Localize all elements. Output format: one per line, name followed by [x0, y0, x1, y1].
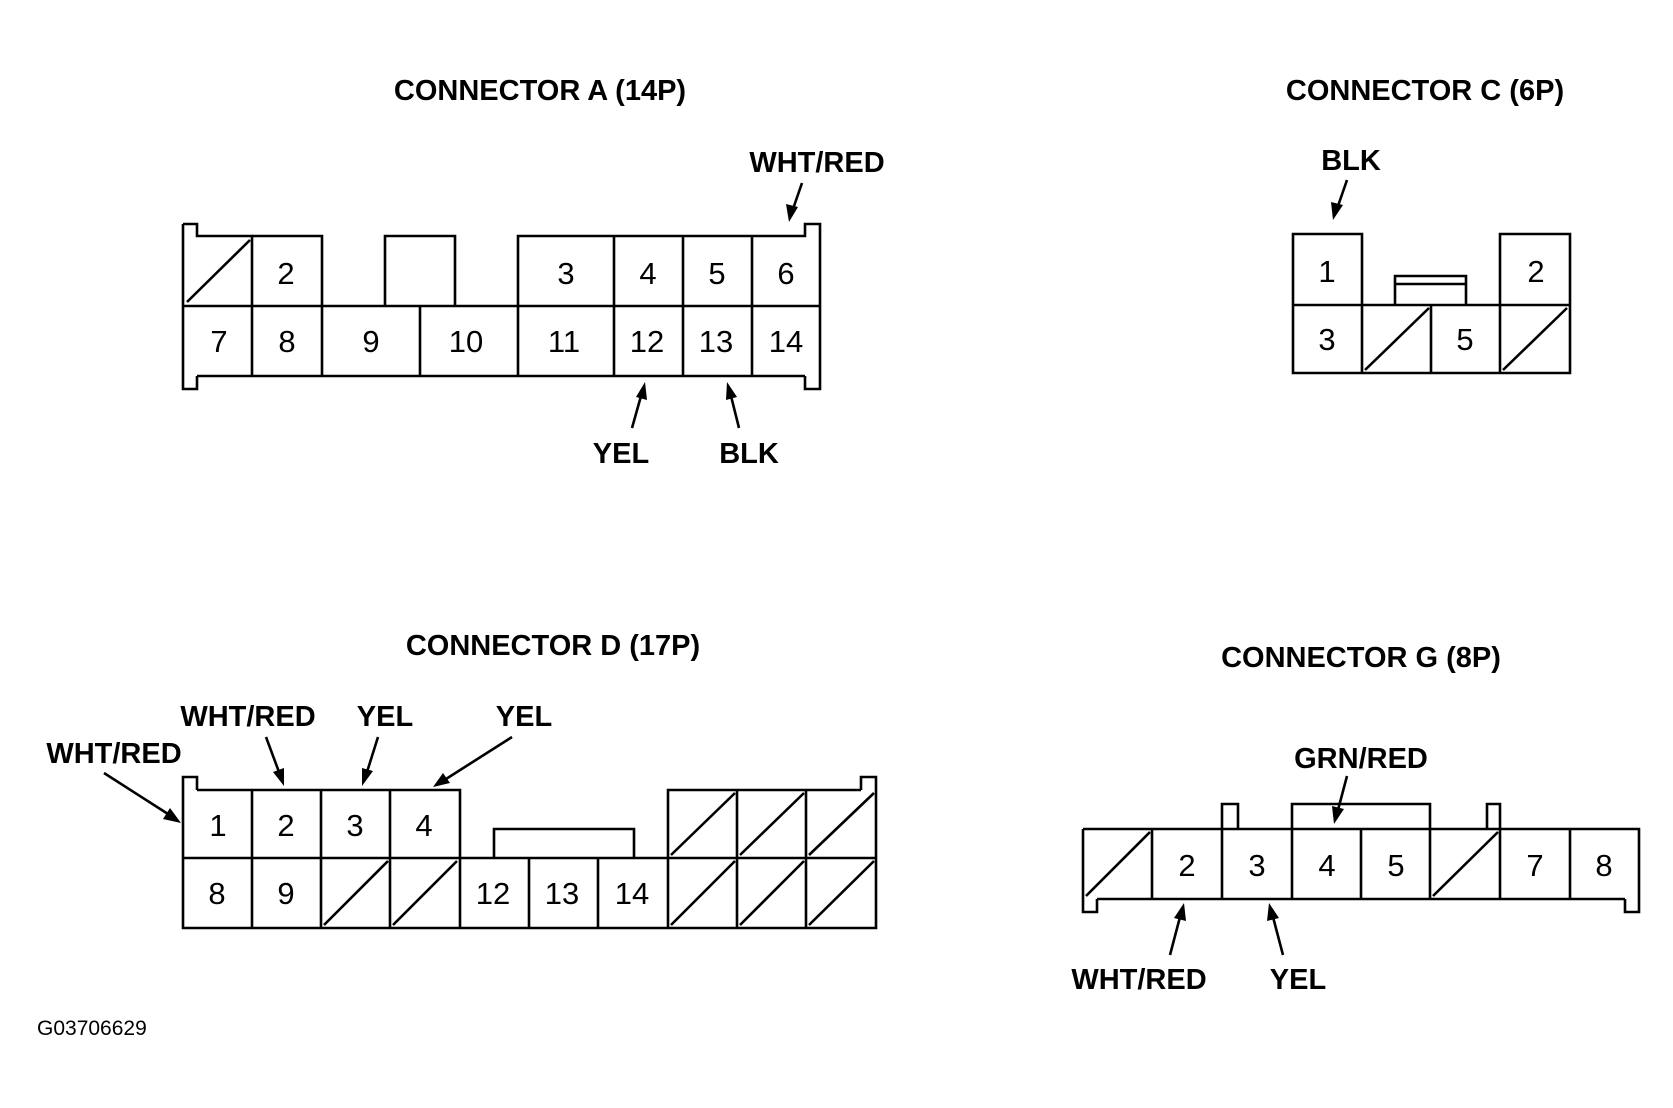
connector-g-wire-label-pin3: YEL	[1270, 964, 1326, 996]
connector-c-pin-2: 2	[1527, 254, 1544, 289]
connector-d-pin-14: 14	[615, 876, 649, 911]
connector-a-pin-5: 5	[708, 256, 725, 291]
connector-g-wire-label-pin2: WHT/RED	[1071, 964, 1206, 996]
connector-d-arrow-pin2	[264, 736, 284, 786]
connector-a-arrow-pin6	[786, 182, 804, 222]
connector-a-wire-label-pin6: WHT/RED	[749, 147, 884, 179]
connector-c-arrow-pin1	[1331, 179, 1349, 220]
connector-a-pin-8: 8	[278, 324, 295, 359]
connector-d-title: CONNECTOR D (17P)	[406, 630, 700, 662]
connector-g-arrow-pin4	[1332, 775, 1349, 824]
connector-d-pin-9: 9	[277, 876, 294, 911]
connector-d-pin-2: 2	[277, 808, 294, 843]
connector-d-arrow-pin3	[362, 736, 380, 786]
connector-a-pin-9: 9	[362, 324, 379, 359]
connector-d-wire-label-pin4: YEL	[496, 701, 552, 733]
connector-g-pin-3: 3	[1248, 848, 1265, 883]
connector-a-pin-4: 4	[639, 256, 656, 291]
connector-a-pin-3: 3	[557, 256, 574, 291]
connector-g-title: CONNECTOR G (8P)	[1221, 642, 1501, 674]
connector-g-pin-8: 8	[1595, 848, 1612, 883]
connector-g-arrow-pin2	[1168, 903, 1186, 956]
connector-d-arrow-pin4	[433, 735, 513, 787]
connector-c-pin-5: 5	[1456, 322, 1473, 357]
connector-a-pin-13: 13	[699, 324, 733, 359]
connector-g-pin-7: 7	[1526, 848, 1543, 883]
connector-d-wire-label-pin1: WHT/RED	[46, 738, 181, 770]
connector-c-pin-1: 1	[1318, 254, 1335, 289]
connector-g-pin-2: 2	[1178, 848, 1195, 883]
connector-a-pin-10: 10	[449, 324, 483, 359]
connector-c: CONNECTOR C (6P) 1 2 3 5 BLK	[1286, 75, 1572, 375]
connector-a-pin-11: 11	[548, 324, 580, 359]
connector-c-wire-label-pin1: BLK	[1321, 145, 1381, 177]
connector-a-title: CONNECTOR A (14P)	[394, 75, 686, 107]
connector-g-arrow-pin3	[1267, 903, 1285, 956]
connector-a-pin-7: 7	[210, 324, 227, 359]
connector-d-pin-1: 1	[209, 808, 226, 843]
connector-d-pin-4: 4	[415, 808, 432, 843]
connector-g-pin-5: 5	[1387, 848, 1404, 883]
connector-a-wire-label-pin13: BLK	[719, 438, 779, 470]
connector-a-wire-label-pin12: YEL	[593, 438, 649, 470]
connector-c-title: CONNECTOR C (6P)	[1286, 75, 1564, 107]
connector-d-pin-12: 12	[476, 876, 510, 911]
connector-d-wire-label-pin2: WHT/RED	[180, 701, 315, 733]
connector-d: CONNECTOR D (17P) 1 2 3 4 8 9 12 13 1	[46, 630, 878, 930]
connector-d-pin-3: 3	[346, 808, 363, 843]
connector-g-wire-label-pin4: GRN/RED	[1294, 743, 1428, 775]
connector-a-pin-2: 2	[277, 256, 294, 291]
connector-g: CONNECTOR G (8P) 2 3 4 5 7 8 GRN/RED WHT…	[1071, 642, 1641, 996]
connector-d-arrow-pin1	[103, 771, 181, 823]
connector-d-pin-8: 8	[208, 876, 225, 911]
connector-g-pin-4: 4	[1318, 848, 1335, 883]
connector-a-pin-6: 6	[777, 256, 794, 291]
connector-d-wire-label-pin3: YEL	[357, 701, 413, 733]
figure-code: G03706629	[37, 1017, 147, 1040]
connector-c-pin-3: 3	[1318, 322, 1335, 357]
connector-a-pin-14: 14	[769, 324, 803, 359]
connector-a-arrow-pin12	[630, 382, 647, 429]
connector-d-pin-13: 13	[545, 876, 579, 911]
connector-a: CONNECTOR A (14P) 2 3 4 5 6 7 8 9 10 11 …	[181, 75, 885, 470]
connector-a-arrow-pin13	[726, 382, 741, 429]
connector-a-pin-12: 12	[630, 324, 664, 359]
